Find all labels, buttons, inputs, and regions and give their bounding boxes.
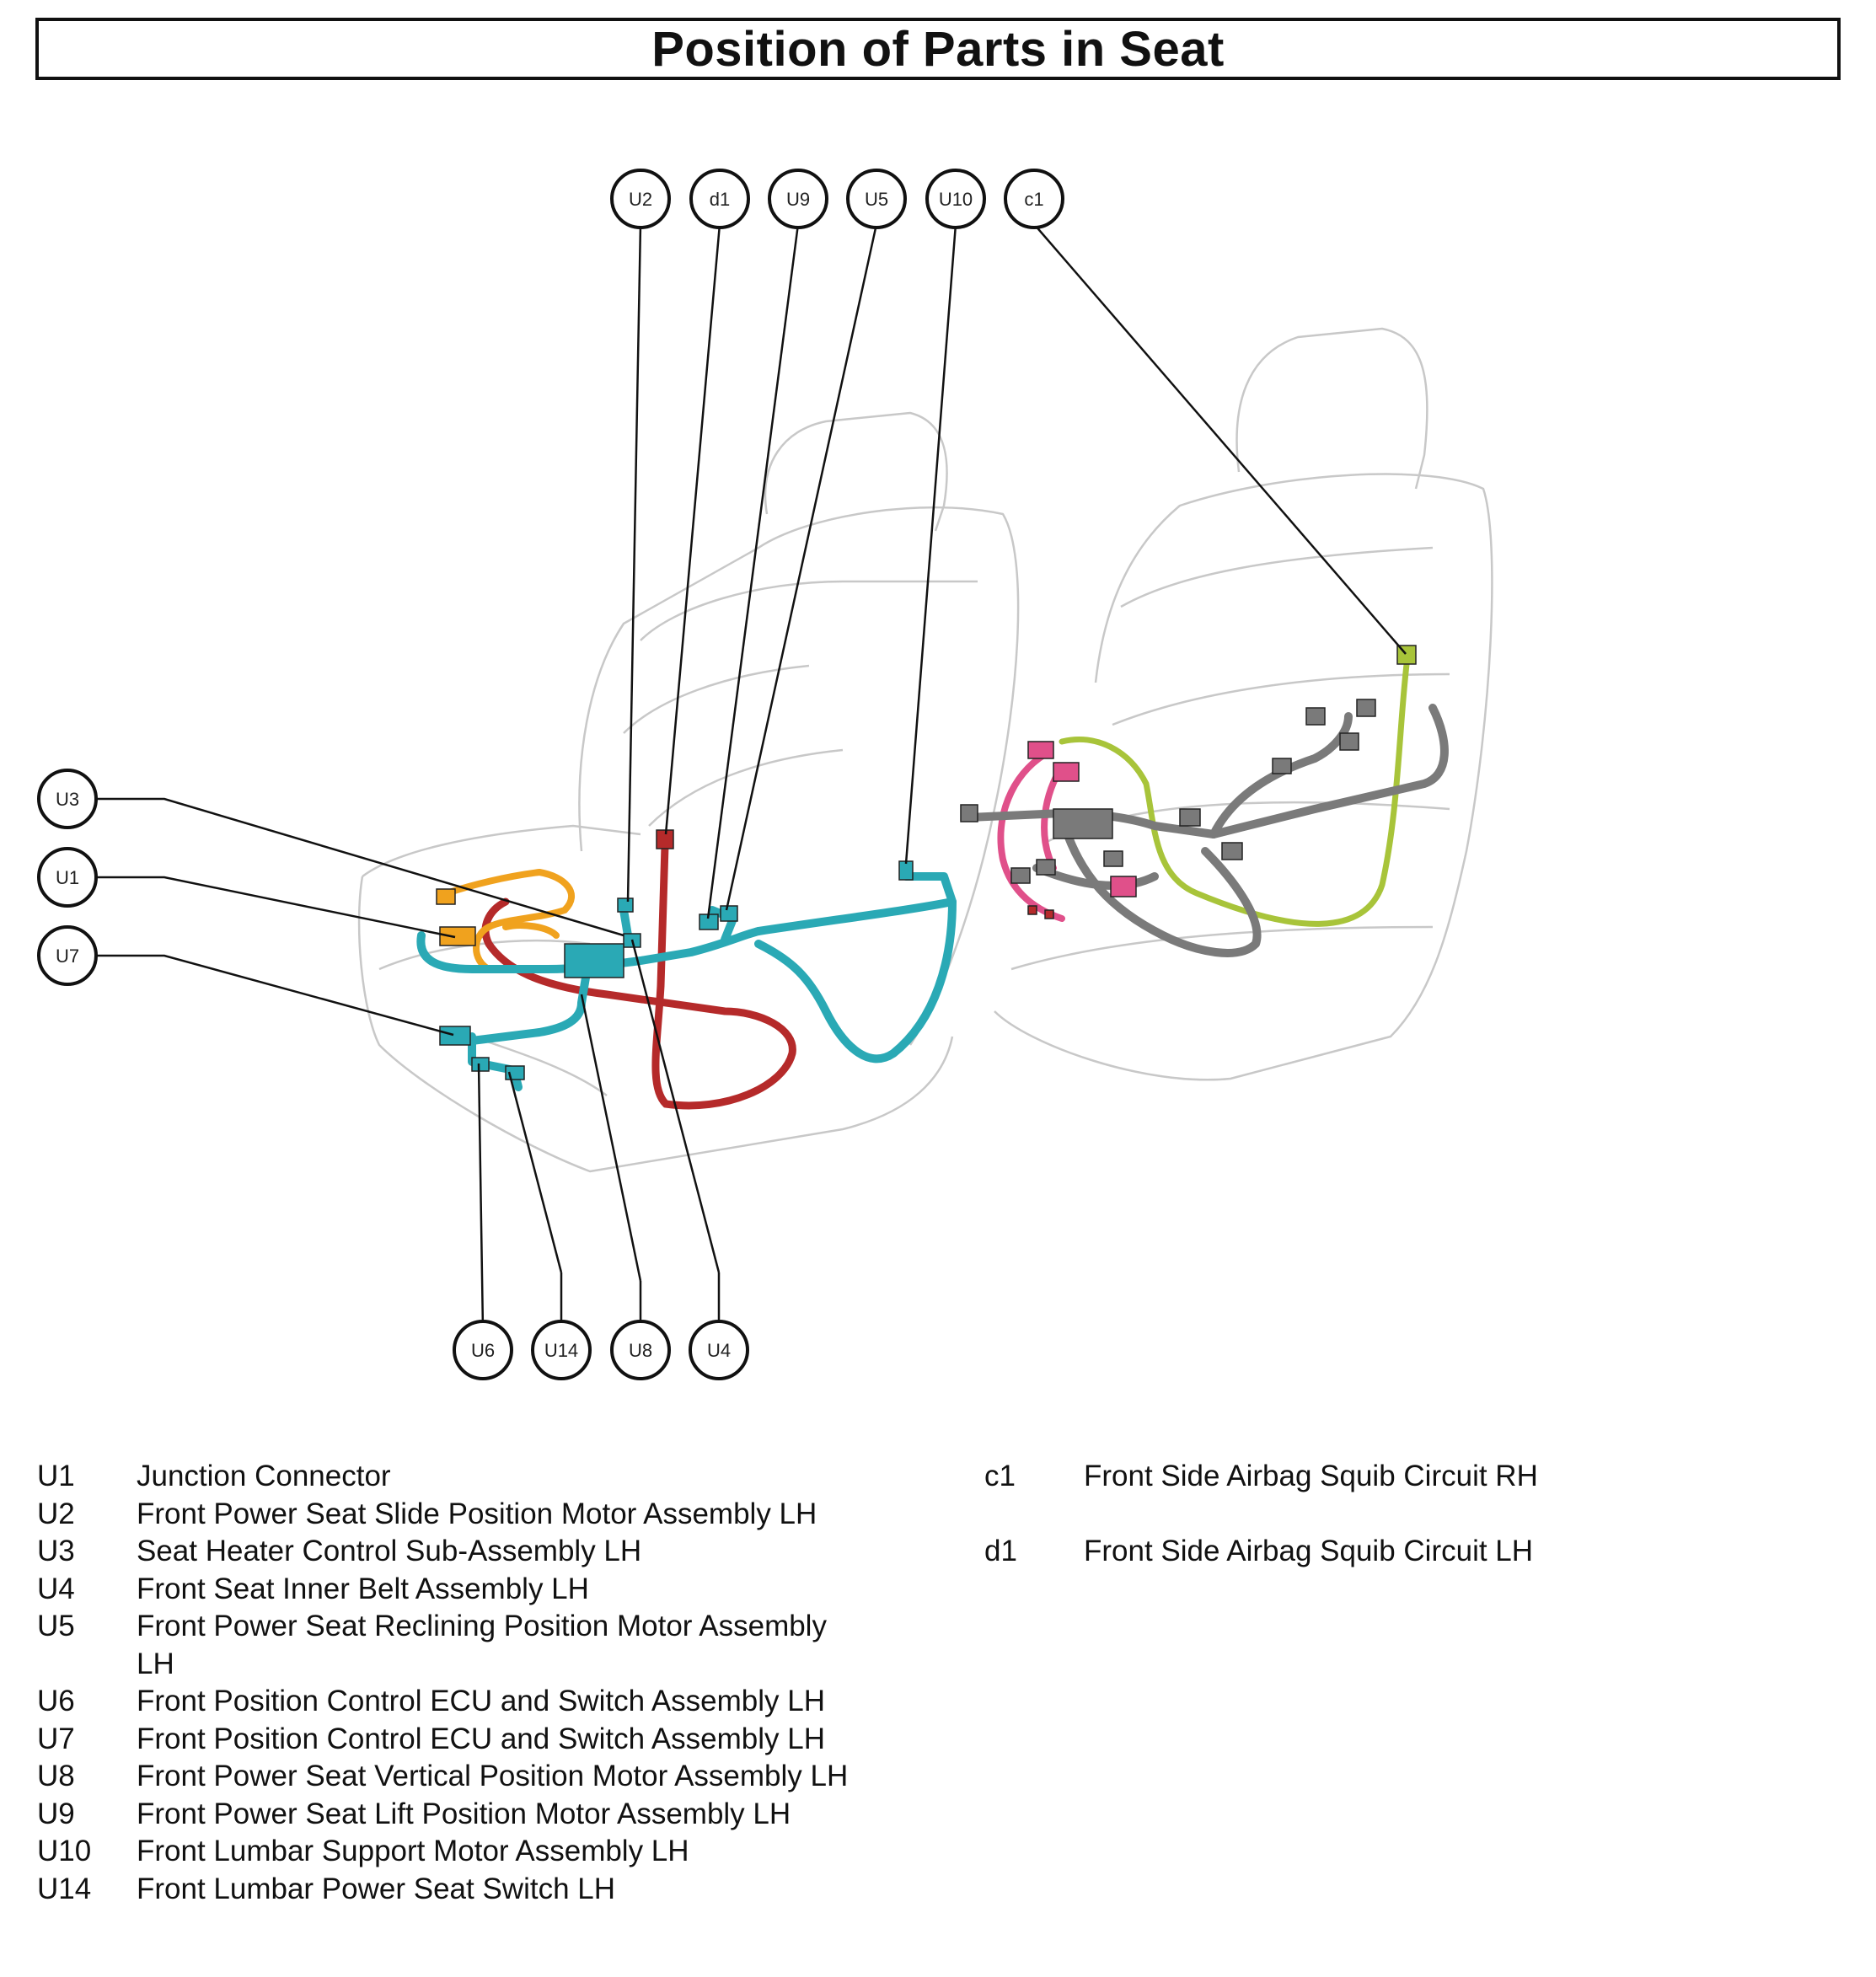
legend-row: U4 Front Seat Inner Belt Assembly LH (37, 1571, 922, 1609)
legend-code: U6 (37, 1685, 75, 1717)
left-seat-cushion (357, 876, 954, 1173)
connector-d1 (656, 829, 674, 849)
connector-u10 (898, 860, 914, 881)
callout-c1: c1 (1004, 169, 1064, 229)
connector-u5 (720, 905, 738, 922)
right-seat-back (994, 473, 1493, 1081)
svg-text:U4: U4 (707, 1340, 731, 1361)
connectors (436, 645, 1417, 1080)
callout-d1: d1 (689, 169, 750, 229)
legend-desc: Front Side Airbag Squib Circuit RH (1084, 1460, 1538, 1492)
svg-text:U7: U7 (56, 946, 79, 967)
callout-u3: U3 (37, 769, 98, 829)
svg-text:U5: U5 (865, 189, 888, 210)
legend-desc: Front Lumbar Power Seat Switch LH (137, 1872, 616, 1905)
legend-row: U9 Front Power Seat Lift Position Motor A… (37, 1796, 922, 1834)
legend-code: U5 (37, 1610, 75, 1642)
callout-u6: U6 (453, 1320, 513, 1380)
legend-row: U7 Front Position Control ECU and Switch … (37, 1721, 922, 1759)
svg-text:U8: U8 (629, 1340, 652, 1361)
svg-text:c1: c1 (1024, 189, 1043, 210)
legend-desc: LH (137, 1647, 174, 1680)
legend-code: U2 (37, 1497, 75, 1530)
legend-desc: Front Power Seat Vertical Position Motor… (137, 1760, 849, 1792)
legend-row: U8 Front Power Seat Vertical Position Mot… (37, 1758, 922, 1796)
legend-row: U14 Front Lumbar Power Seat Switch LH (37, 1871, 922, 1909)
svg-text:d1: d1 (710, 189, 730, 210)
legend-desc: Front Position Control ECU and Switch As… (137, 1722, 825, 1755)
legend-desc: Front Position Control ECU and Switch As… (137, 1685, 825, 1717)
legend-row (984, 1496, 1743, 1534)
callout-u4: U4 (689, 1320, 749, 1380)
page-title: Position of Parts in Seat (651, 21, 1225, 77)
harness-pink (997, 751, 1065, 922)
legend-row: d1 Front Side Airbag Squib Circuit LH (984, 1533, 1743, 1571)
legend-row: U6 Front Position Control ECU and Switch … (37, 1683, 922, 1721)
legend-row: c1 Front Side Airbag Squib Circuit RH (984, 1458, 1743, 1496)
legend-row: U2 Front Power Seat Slide Position Motor … (37, 1496, 922, 1534)
svg-text:U3: U3 (56, 789, 79, 810)
legend-row: U5 Front Power Seat Reclining Position Mo… (37, 1608, 922, 1646)
connector-u1 (439, 926, 476, 946)
legend-desc: Front Lumbar Support Motor Assembly LH (137, 1835, 689, 1867)
legend-code (984, 1496, 1084, 1534)
svg-text:U1: U1 (56, 867, 79, 888)
callout-u5: U5 (846, 169, 907, 229)
callout-u8: U8 (610, 1320, 671, 1380)
title-box: Position of Parts in Seat (35, 18, 1841, 80)
callout-u1: U1 (37, 847, 98, 908)
callout-u2: U2 (610, 169, 671, 229)
legend-code: d1 (984, 1535, 1017, 1567)
callouts: U2 d1 U9 U5 U10 c1 U3 U1 U7 U6 U14 U8 U4 (37, 169, 1064, 1380)
legend-right: c1 Front Side Airbag Squib Circuit RH d1 F… (984, 1458, 1743, 1571)
legend-code: U8 (37, 1760, 75, 1792)
legend-code: U9 (37, 1797, 75, 1830)
harness-cyan (416, 872, 957, 1091)
legend-code: U4 (37, 1572, 75, 1605)
legend-desc: Front Power Seat Lift Position Motor Ass… (137, 1797, 791, 1830)
connector-u3 (436, 888, 456, 905)
legend-desc: Front Power Seat Slide Position Motor As… (137, 1497, 817, 1530)
legend-desc (1084, 1496, 1743, 1534)
harness-red (481, 842, 796, 1110)
svg-text:U6: U6 (471, 1340, 495, 1361)
seat-wiring-diagram: U2 d1 U9 U5 U10 c1 U3 U1 U7 U6 U14 U8 U4 (37, 169, 1493, 1380)
legend-code: U10 (37, 1835, 92, 1867)
svg-text:U2: U2 (629, 189, 652, 210)
legend-row: LH (37, 1646, 922, 1684)
legend-row: U10 Front Lumbar Support Motor Assembly L… (37, 1833, 922, 1871)
callout-u9: U9 (768, 169, 828, 229)
legend-desc: Front Power Seat Reclining Position Moto… (137, 1610, 827, 1642)
legend-desc: Seat Heater Control Sub-Assembly LH (137, 1535, 642, 1567)
ecu-block (564, 943, 624, 978)
legend-row: U3 Seat Heater Control Sub-Assembly LH (37, 1533, 922, 1571)
callout-u7: U7 (37, 925, 98, 986)
svg-text:U10: U10 (939, 189, 973, 210)
legend-code: c1 (984, 1460, 1016, 1492)
leader-lines (94, 223, 1407, 1331)
callout-u14: U14 (531, 1320, 592, 1380)
callout-u10: U10 (925, 169, 986, 229)
svg-text:U9: U9 (786, 189, 810, 210)
connector-u7 (439, 1026, 471, 1046)
left-seat-headrest (764, 411, 948, 532)
legend-code: U3 (37, 1535, 75, 1567)
svg-text:U14: U14 (544, 1340, 578, 1361)
legend-code (37, 1646, 137, 1684)
connector-u2 (617, 897, 634, 913)
legend-code: U1 (37, 1460, 75, 1492)
left-seat-back (578, 506, 1020, 1046)
legend-code: U14 (37, 1872, 92, 1905)
legend-desc: Junction Connector (137, 1460, 391, 1492)
legend-code: U7 (37, 1722, 75, 1755)
legend-row: U1 Junction Connector (37, 1458, 922, 1496)
legend-desc: Front Side Airbag Squib Circuit LH (1084, 1535, 1534, 1567)
right-seat-headrest (1235, 327, 1428, 490)
harness-orange (443, 868, 575, 972)
legend-desc: Front Seat Inner Belt Assembly LH (137, 1572, 589, 1605)
